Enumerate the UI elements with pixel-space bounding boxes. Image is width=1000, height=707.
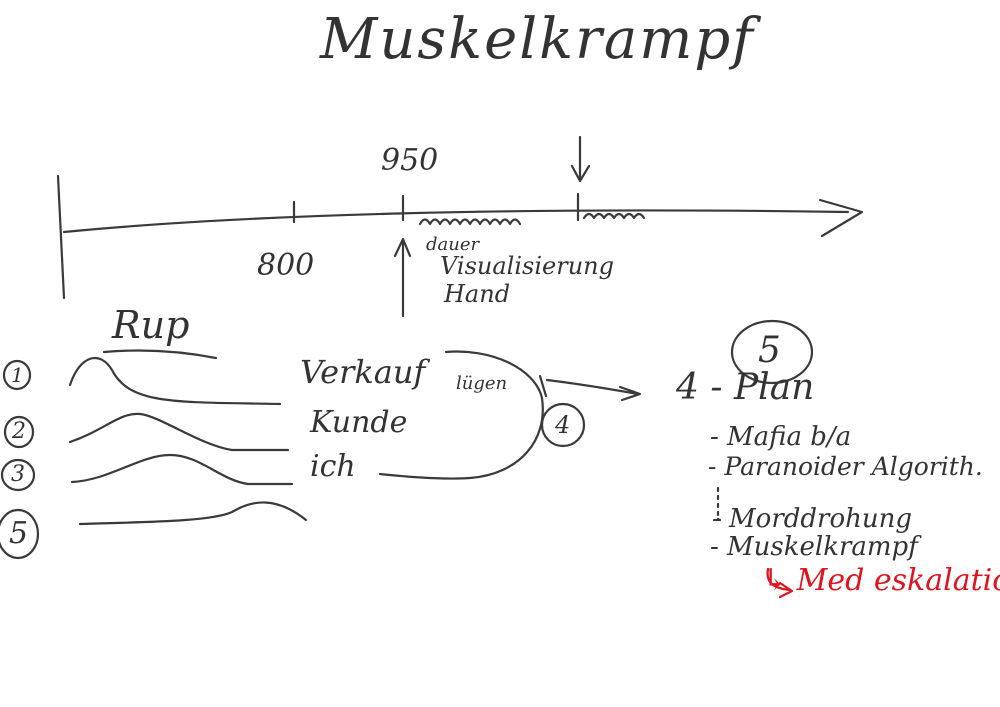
label-950: 950 <box>381 143 439 178</box>
row-number-2: 2 <box>12 419 26 444</box>
down-arrow <box>570 135 591 183</box>
note-visualisierung: Visualisierung <box>440 252 614 280</box>
page-title: Muskelkrampf <box>320 7 755 72</box>
row-label-ich: ich <box>310 449 356 484</box>
circle-4 <box>540 402 586 448</box>
row-number-3: 3 <box>11 462 25 487</box>
red-hook-arrow <box>766 567 794 599</box>
row-circle-5 <box>0 508 40 560</box>
wave-2 <box>68 412 290 452</box>
row-number-5: 5 <box>9 516 29 551</box>
timeline-start-bar <box>56 174 66 300</box>
row-number-1: 1 <box>11 363 24 387</box>
label-luegen: lügen <box>456 373 508 394</box>
list-item-muskelkrampf: - Muskelkrampf <box>710 532 918 562</box>
list-item-paranoider: - Paranoider Algorith. <box>708 452 983 481</box>
list-item-mafia: - Mafia b/a <box>710 422 852 452</box>
row-label-verkauf: Verkauf <box>300 353 426 391</box>
red-note: ↳ Med eskalation <box>762 563 1000 598</box>
note-hand: Hand <box>444 280 511 308</box>
row-circle-3 <box>0 458 36 492</box>
up-arrow <box>393 237 412 318</box>
loop-curve <box>378 350 544 480</box>
wave-5 <box>78 501 308 526</box>
circle-4-number: 4 <box>555 411 571 439</box>
circle-5-number: 5 <box>758 330 781 371</box>
arrow-to-plan <box>545 378 642 402</box>
squiggle-950 <box>418 218 522 226</box>
rup-underline <box>102 349 218 360</box>
list-heading: 4 - Plan <box>676 367 815 408</box>
row-circle-2 <box>3 415 35 449</box>
row-label-kunde: Kunde <box>310 405 408 440</box>
role-label: Rup <box>112 303 190 347</box>
row-circle-1 <box>2 359 32 391</box>
label-800: 800 <box>257 248 315 283</box>
wave-1 <box>68 357 282 406</box>
small-tick <box>538 374 548 398</box>
list-dots <box>716 486 722 522</box>
note-dauer: dauer <box>426 234 480 255</box>
wave-3 <box>70 453 294 486</box>
timeline-axis <box>62 209 850 234</box>
circle-5 <box>730 319 814 385</box>
list-item-morddrohung: - Morddrohung <box>712 504 913 534</box>
timeline-arrowhead <box>818 198 864 238</box>
squiggle-arrow <box>582 212 646 220</box>
